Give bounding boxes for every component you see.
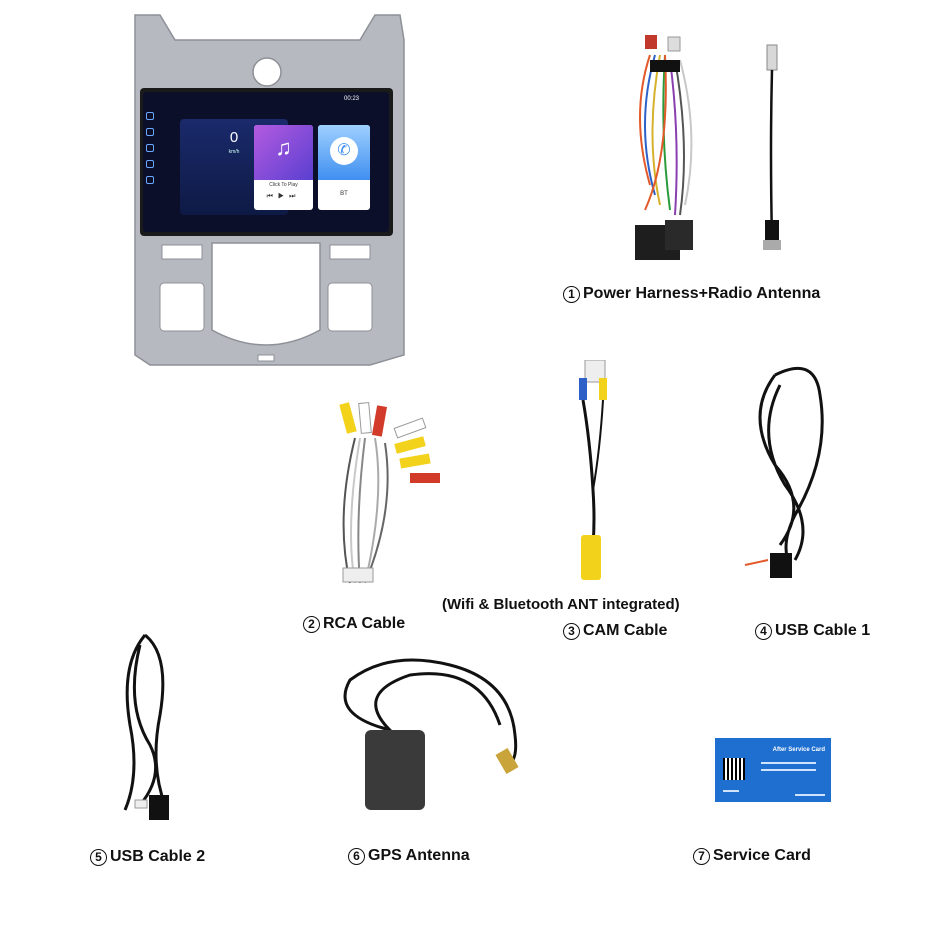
home-sidebar [143, 104, 157, 224]
power-harness-image [635, 35, 693, 260]
bt-label: BT [340, 191, 348, 197]
qr-code-icon [723, 758, 745, 780]
rca-cable-image [339, 402, 440, 584]
item-3-note: (Wifi & Bluetooth ANT integrated) [442, 596, 680, 613]
speed-value: 0 [229, 129, 239, 146]
bt-widget: ✆ BT [318, 125, 370, 210]
item-3-number: 3 [563, 622, 580, 640]
music-controls-icon: ⏮▶⏭ [266, 193, 301, 200]
item-2-label: RCA Cable [323, 615, 406, 632]
item-2-number: 2 [303, 615, 320, 633]
item-4-caption: 4 USB Cable 1 [755, 622, 870, 640]
item-1-number: 1 [563, 285, 580, 303]
service-card-title: After Service Card [772, 747, 825, 753]
item-6-number: 6 [348, 847, 365, 865]
phone-icon: ✆ [330, 137, 358, 165]
music-note-icon: ♫ [275, 135, 292, 160]
usb-cable-2-image [123, 633, 169, 820]
item-7-label: Service Card [713, 847, 811, 864]
item-6-label: GPS Antenna [368, 847, 470, 864]
item-3-caption: 3 CAM Cable [563, 622, 667, 640]
radio-antenna-image [763, 44, 781, 250]
item-7-number: 7 [693, 847, 710, 865]
speed-unit: km/h [228, 149, 240, 155]
item-3-label: CAM Cable [583, 622, 668, 639]
item-6-caption: 6 GPS Antenna [348, 847, 470, 865]
item-5-caption: 5 USB Cable 2 [90, 848, 205, 866]
head-unit-screen: 00:23 0 km/h ♫ Click To Play ⏮▶⏭ ✆ BT [143, 92, 389, 232]
service-card-image: After Service Card [715, 738, 831, 802]
item-5-label: USB Cable 2 [110, 848, 206, 865]
cam-cable-image [579, 360, 607, 580]
item-1-caption: 1 Power Harness+Radio Antenna [563, 285, 820, 303]
item-7-caption: 7 Service Card [693, 847, 811, 865]
usb-cable-1-image [744, 366, 824, 578]
music-hint: Click To Play [269, 182, 298, 188]
item-5-number: 5 [90, 848, 107, 866]
gps-antenna-image [343, 658, 519, 810]
item-4-number: 4 [755, 622, 772, 640]
music-widget: ♫ Click To Play ⏮▶⏭ [254, 125, 313, 210]
item-1-label: Power Harness+Radio Antenna [583, 285, 821, 302]
status-time: 00:23 [343, 96, 359, 102]
item-4-label: USB Cable 1 [775, 622, 871, 639]
item-2-caption: 2 RCA Cable [303, 615, 405, 633]
